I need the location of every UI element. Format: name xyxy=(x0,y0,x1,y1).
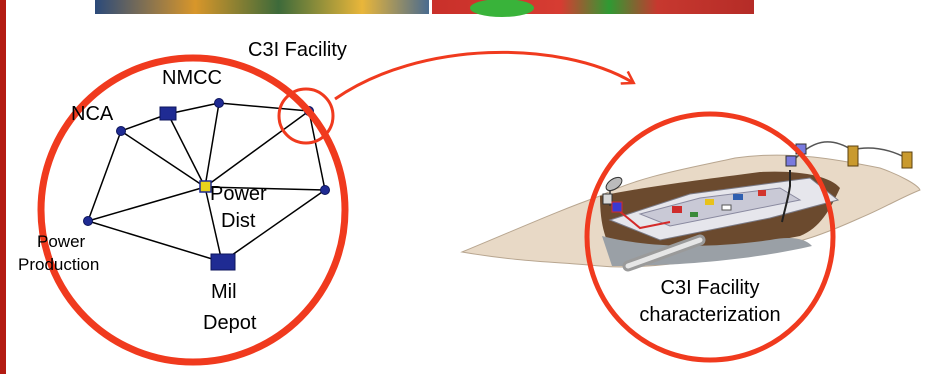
node-top-mid xyxy=(215,99,224,108)
label-mil-depot-2: Depot xyxy=(203,312,257,334)
node-mil-depot xyxy=(211,254,235,270)
label-power-production-2: Production xyxy=(18,255,99,274)
label-mil-depot-1: Mil xyxy=(211,281,237,303)
node-right xyxy=(321,186,330,195)
side-bar xyxy=(0,0,6,374)
top-photo-green-region xyxy=(470,0,534,17)
label-nca: NCA xyxy=(71,103,114,125)
top-photo-left xyxy=(95,0,429,14)
facility-caption-2: characterization xyxy=(639,304,780,326)
node-nca xyxy=(117,127,126,136)
label-power-production-1: Power xyxy=(37,232,86,251)
label-power-dist-2: Dist xyxy=(221,210,256,232)
curved-arrow-icon xyxy=(335,52,632,99)
label-nmcc: NMCC xyxy=(162,67,222,89)
c3i-highlight-circle xyxy=(279,89,333,143)
node-power-production xyxy=(84,217,93,226)
facility-illustration xyxy=(462,142,920,267)
label-c3i-facility: C3I Facility xyxy=(248,39,347,61)
node-nmcc xyxy=(160,107,176,120)
facility-caption-1: C3I Facility xyxy=(661,277,760,299)
label-power-dist-1: Power xyxy=(210,183,267,205)
